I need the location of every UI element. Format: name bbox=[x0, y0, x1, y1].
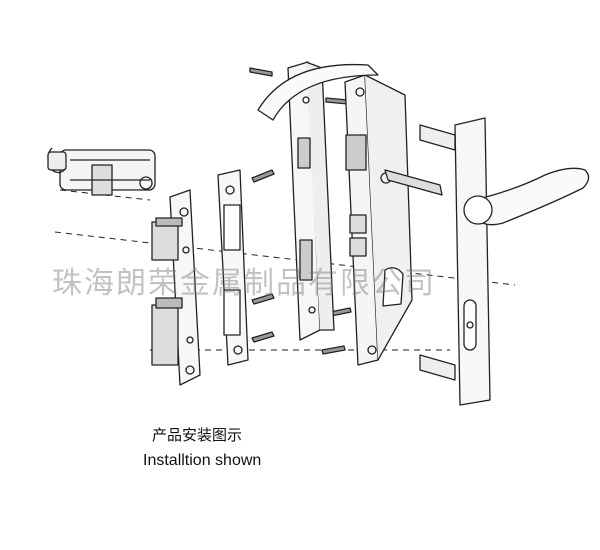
mortise-lock-body bbox=[257, 63, 413, 366]
spindle bbox=[384, 169, 443, 196]
caption-english: Installtion shown bbox=[143, 452, 262, 469]
keeper-plate bbox=[217, 169, 249, 366]
euro-cylinder bbox=[47, 147, 156, 196]
handle-escutcheon bbox=[419, 117, 491, 406]
lever-handle bbox=[463, 167, 590, 226]
screws bbox=[249, 67, 352, 355]
caption-chinese: 产品安装图示 bbox=[152, 426, 243, 444]
watermark: 珠海朗荣金属制品有限公司 bbox=[52, 266, 436, 301]
strike-plate bbox=[151, 189, 201, 386]
face-plate bbox=[287, 61, 335, 341]
